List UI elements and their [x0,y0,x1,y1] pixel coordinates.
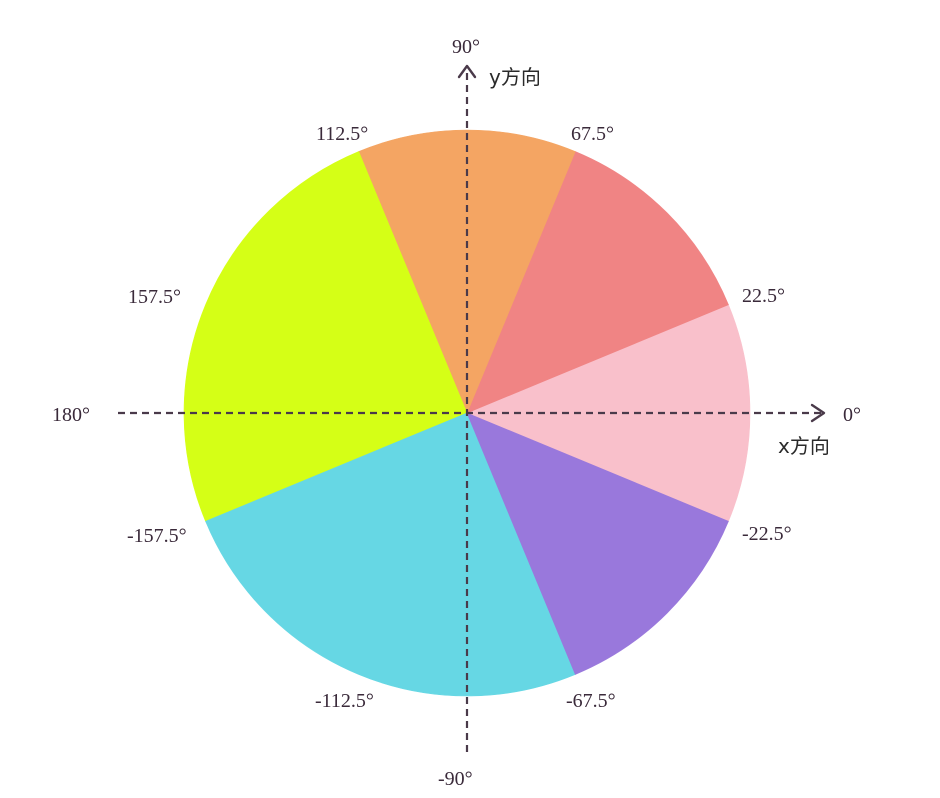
angle-label-180: 180° [52,404,90,426]
sector-6 [466,412,729,675]
x-axis-arrow-icon [810,403,826,423]
angle-label-90: 90° [452,36,480,58]
sector-4 [183,151,468,522]
sector-2 [466,151,729,414]
angle-label-neg-22-5: -22.5° [742,523,792,545]
sector-5 [205,412,576,697]
angle-label-neg-67-5: -67.5° [566,690,616,712]
angle-label-neg-90: -90° [438,768,473,790]
y-axis-arrow-icon [457,64,477,79]
x-axis-name: x方向 [778,434,830,458]
angle-label-neg-157-5: -157.5° [127,525,187,547]
angle-label-neg-112-5: -112.5° [315,690,374,712]
sector-1 [466,304,751,522]
angle-label-112-5: 112.5° [316,123,368,145]
angle-label-157-5: 157.5° [128,286,181,308]
angle-label-22-5: 22.5° [742,285,785,307]
angle-label-67-5: 67.5° [571,123,614,145]
angle-label-0: 0° [843,404,861,426]
y-axis-name: y方向 [489,65,541,89]
